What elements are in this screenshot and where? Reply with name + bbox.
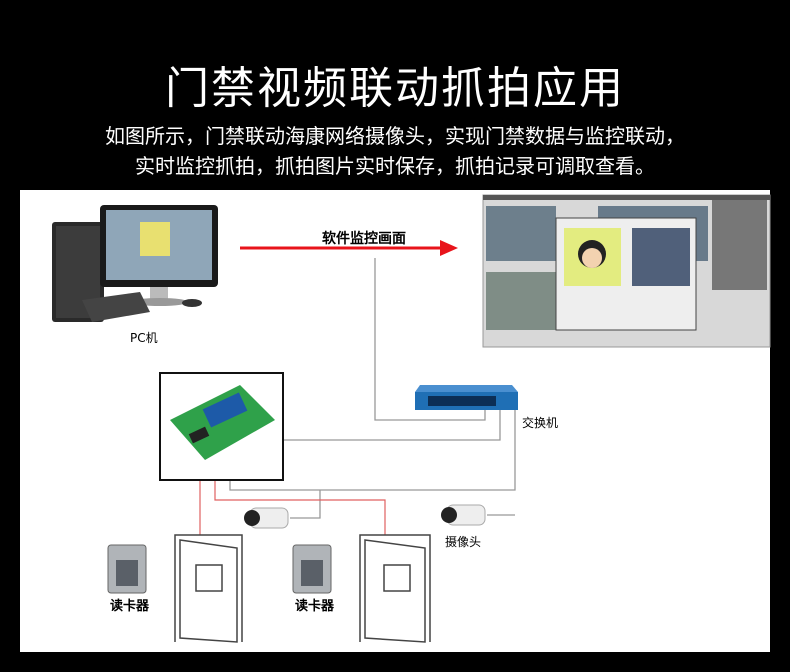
description-line-1: 如图所示，门禁联动海康网络摄像头，实现门禁数据与监控联动， <box>105 124 685 148</box>
reader-label-1: 读卡器 <box>110 599 150 614</box>
description-line-2: 实时监控抓拍，抓拍图片实时保存，抓拍记录可调取查看。 <box>135 154 655 178</box>
camera-label: 摄像头 <box>445 535 482 549</box>
pc-label: PC机 <box>130 331 158 345</box>
door-2 <box>359 534 431 643</box>
switch-label: 交换机 <box>522 416 559 430</box>
camera-2 <box>441 504 486 526</box>
network-cables <box>229 258 516 519</box>
network-switch <box>415 385 518 410</box>
access-controller <box>159 372 284 481</box>
arrow-label: 软件监控画面 <box>322 231 406 247</box>
card-reader-1 <box>107 544 147 594</box>
camera-1 <box>244 507 289 529</box>
reader-label-2: 读卡器 <box>295 599 335 614</box>
page-title: 门禁视频联动抓拍应用 <box>165 63 625 114</box>
card-reader-2 <box>292 544 332 594</box>
door-wiring <box>199 480 386 545</box>
red-arrow <box>240 240 458 256</box>
door-1 <box>174 534 243 643</box>
pc-icon <box>52 205 218 322</box>
software-screenshot <box>482 194 771 348</box>
